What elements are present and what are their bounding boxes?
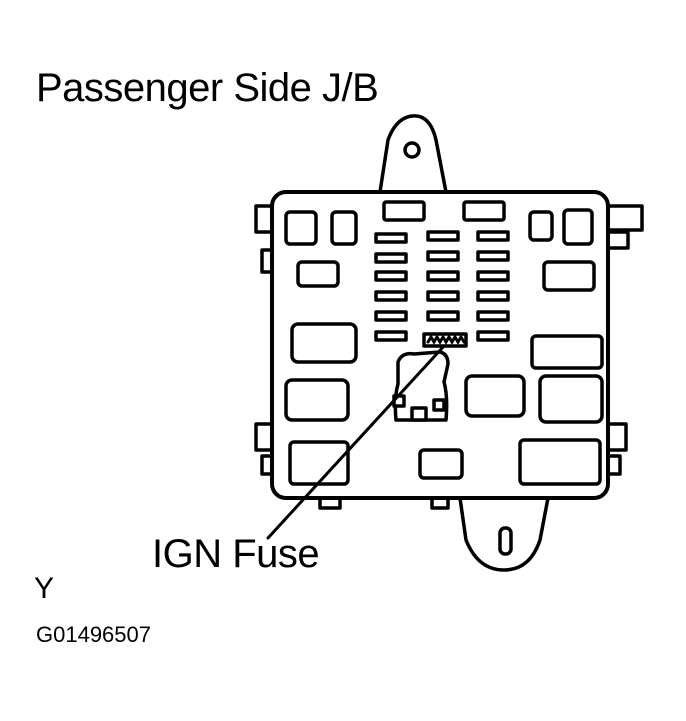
connector-socket xyxy=(462,200,506,222)
fuse-slot xyxy=(426,290,460,302)
view-key-label: Y xyxy=(34,572,55,605)
connector-socket xyxy=(530,334,604,370)
top-mounting-hole xyxy=(403,141,421,159)
fuse-slot xyxy=(374,310,408,322)
diagram-title: Passenger Side J/B xyxy=(36,66,379,110)
fuse-slot xyxy=(374,330,408,342)
connector-socket xyxy=(562,208,594,246)
relay-terminal xyxy=(432,398,446,412)
fuse-slot xyxy=(476,330,510,342)
fuse-slot xyxy=(476,290,510,302)
connector-socket xyxy=(284,210,318,246)
fuse-slot xyxy=(374,290,408,302)
connector-socket xyxy=(330,210,358,246)
connector-socket xyxy=(538,374,604,424)
bottom-mounting-slot xyxy=(498,526,513,556)
relay-terminal xyxy=(410,406,428,422)
ign-fuse-marking xyxy=(426,334,466,345)
ign-fuse-label: IGN Fuse xyxy=(152,532,320,576)
fuse-slot xyxy=(476,250,510,262)
connector-socket xyxy=(290,322,358,364)
connector-socket xyxy=(518,438,602,486)
fuse-slot xyxy=(426,310,460,322)
fuse-slot xyxy=(374,232,408,244)
fuse-slot xyxy=(374,252,408,264)
connector-socket xyxy=(284,378,350,422)
connector-socket xyxy=(528,210,554,242)
fuse-slot xyxy=(476,270,510,282)
connector-socket xyxy=(542,260,596,292)
connector-socket xyxy=(296,260,340,288)
fuse-slot xyxy=(426,230,460,242)
connector-socket xyxy=(418,448,464,480)
fuse-slot xyxy=(476,230,510,242)
fuse-slot xyxy=(426,270,460,282)
fuse-slot xyxy=(374,270,408,282)
connector-socket xyxy=(382,200,426,222)
fuse-slot xyxy=(476,310,510,322)
connector-socket xyxy=(288,440,350,486)
figure-id: G01496507 xyxy=(36,622,151,647)
fuse-slot xyxy=(426,250,460,262)
connector-socket xyxy=(464,374,526,418)
ign-fuse-leader-line xyxy=(266,344,446,540)
